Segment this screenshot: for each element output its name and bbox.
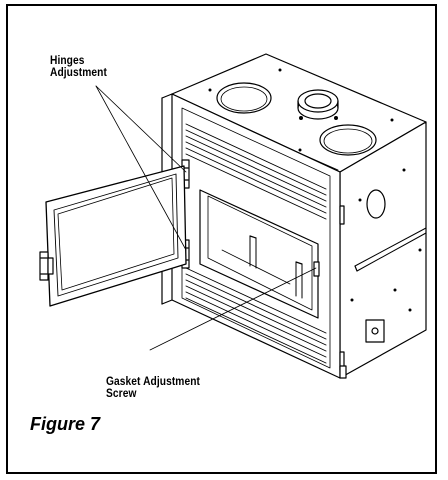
leader-lines: [95, 85, 317, 351]
cabinet-top: [171, 53, 427, 173]
gasket-adjustment-label: Gasket Adjustment Screw: [106, 375, 200, 399]
hinges-adjustment-label: Hinges Adjustment: [50, 54, 107, 78]
hinges-label-line-1: Hinges: [50, 53, 85, 67]
cabinet-front: [161, 93, 345, 379]
hinges-label-line-2: Adjustment: [50, 65, 107, 79]
figure-caption: Figure 7: [30, 414, 101, 434]
gasket-label-line-1: Gasket Adjustment: [106, 374, 201, 388]
cabinet-foot: [339, 365, 347, 379]
open-door: [39, 165, 187, 307]
lower-louvers: [185, 267, 327, 364]
upper-louvers: [185, 123, 327, 220]
gasket-label-line-2: Screw: [106, 386, 137, 400]
